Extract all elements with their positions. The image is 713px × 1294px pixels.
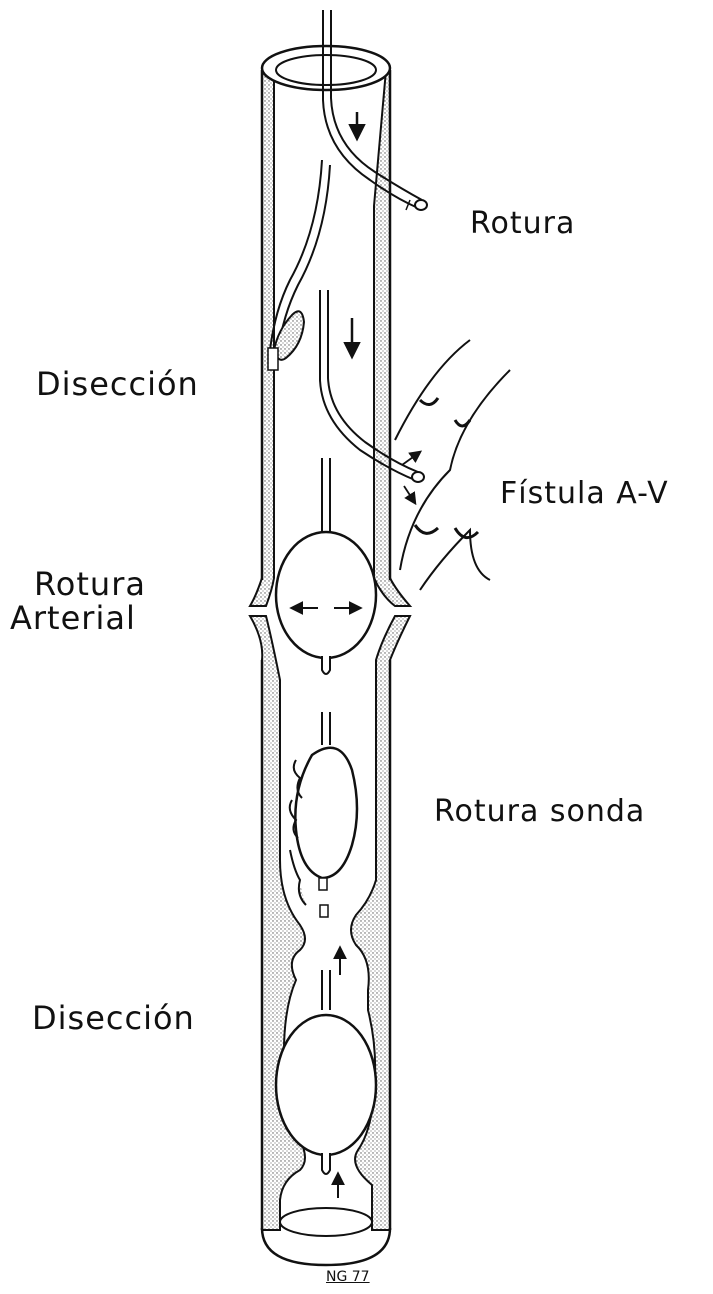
fistula-vein bbox=[395, 340, 510, 590]
catheter-rotura bbox=[323, 10, 427, 210]
label-diseccion-bottom: Disección bbox=[32, 1002, 195, 1036]
fistula-arrow-down bbox=[404, 486, 415, 503]
catheter-fistula bbox=[320, 290, 424, 482]
label-fistula: Fístula A-V bbox=[500, 478, 669, 510]
label-diseccion-top: Disección bbox=[36, 368, 199, 402]
label-rotura-arterial-line1: Rotura bbox=[10, 568, 146, 602]
balloon-rotura-arterial bbox=[276, 458, 376, 674]
label-rotura-arterial: Rotura Arterial bbox=[10, 568, 146, 635]
label-rotura: Rotura bbox=[470, 208, 575, 240]
upper-right-wall bbox=[374, 70, 410, 606]
artist-signature: NG 77 bbox=[326, 1270, 370, 1285]
bottom-opening bbox=[280, 1208, 372, 1236]
fistula-arrow-up bbox=[402, 452, 420, 465]
label-rotura-arterial-line2: Arterial bbox=[10, 602, 146, 636]
label-rotura-sonda: Rotura sonda bbox=[434, 796, 645, 828]
balloon-rotura-sonda bbox=[290, 712, 357, 917]
flow-arrows-down bbox=[352, 112, 357, 356]
top-opening bbox=[262, 46, 390, 90]
